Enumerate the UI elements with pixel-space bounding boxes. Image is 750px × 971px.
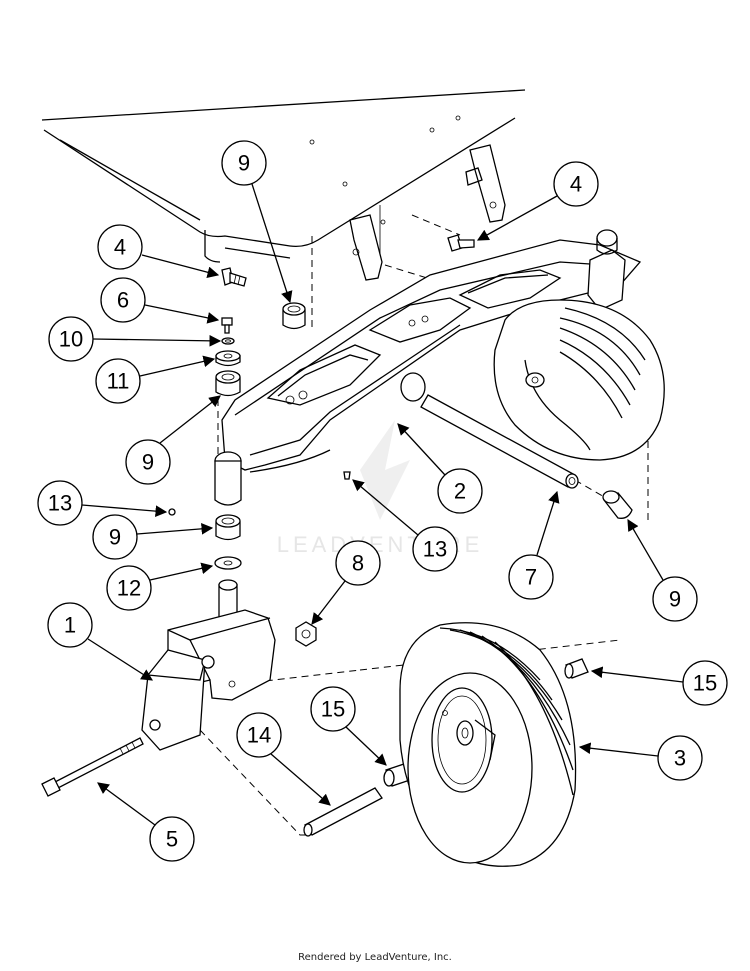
callout-1: 1 — [47, 602, 153, 681]
callout-4-left: 4 — [97, 224, 220, 278]
footer-credit: Rendered by LeadVenture, Inc. — [298, 952, 452, 963]
callout-3: 3 — [578, 735, 703, 781]
svg-text:15: 15 — [693, 671, 717, 696]
flat-washer-11 — [215, 350, 241, 367]
hex-nut — [295, 621, 317, 647]
callout-9-right: 9 — [627, 518, 698, 622]
callout-15-right: 15 — [590, 660, 728, 706]
callout-5: 5 — [97, 782, 195, 862]
callout-6: 6 — [100, 277, 220, 324]
callout-11: 11 — [95, 355, 216, 404]
svg-text:9: 9 — [142, 450, 154, 475]
cap-screw — [221, 317, 233, 334]
caster-wheel — [399, 622, 577, 867]
thrust-washer — [214, 556, 242, 570]
svg-text:8: 8 — [352, 551, 364, 576]
svg-text:6: 6 — [117, 288, 129, 313]
long-bolt — [41, 737, 144, 797]
svg-text:14: 14 — [247, 723, 271, 748]
callout-8: 8 — [311, 540, 381, 625]
callout-2: 2 — [397, 423, 483, 514]
callout-12: 12 — [106, 562, 214, 611]
bushing-top — [282, 302, 306, 330]
svg-text:10: 10 — [59, 327, 83, 352]
svg-text:7: 7 — [525, 565, 537, 590]
lock-washer — [221, 337, 235, 345]
svg-text:13: 13 — [48, 491, 72, 516]
bushing-upper-spindle — [215, 370, 241, 397]
svg-text:1: 1 — [64, 613, 76, 638]
svg-text:9: 9 — [669, 587, 681, 612]
bolt-right — [447, 234, 475, 252]
svg-text:11: 11 — [107, 369, 130, 394]
mower-deck-frame — [41, 89, 526, 281]
grease-fitting-left — [168, 508, 176, 516]
svg-text:12: 12 — [117, 576, 141, 601]
callout-9-left: 9 — [125, 395, 221, 485]
svg-text:5: 5 — [166, 827, 178, 852]
callout-9-lower: 9 — [92, 514, 214, 560]
callout-7: 7 — [508, 490, 560, 600]
wheel-axle-pin — [303, 787, 383, 837]
wheel-spacer-right — [564, 658, 589, 679]
bolt-left — [221, 267, 247, 287]
svg-text:15: 15 — [321, 697, 345, 722]
svg-text:9: 9 — [109, 525, 121, 550]
bushing-lower-spindle — [215, 514, 241, 541]
front-axle-beam — [214, 229, 642, 506]
svg-text:2: 2 — [454, 479, 466, 504]
svg-text:9: 9 — [238, 151, 250, 176]
grease-fitting-center — [343, 471, 351, 480]
bushing-right — [602, 490, 633, 519]
svg-text:13: 13 — [423, 537, 447, 562]
svg-text:3: 3 — [674, 746, 686, 771]
callout-9-top: 9 — [221, 140, 293, 304]
spindle-fork — [141, 579, 276, 751]
svg-text:4: 4 — [570, 172, 582, 197]
right-front-wheel — [493, 299, 665, 461]
svg-text:4: 4 — [114, 235, 126, 260]
callout-4-right: 4 — [476, 161, 599, 241]
callout-15-left: 15 — [310, 686, 387, 766]
callout-13-center: 13 — [352, 479, 458, 572]
callout-14: 14 — [236, 712, 331, 806]
callout-13-left: 13 — [37, 480, 168, 526]
axle-tube — [420, 394, 579, 489]
callout-10: 10 — [48, 316, 222, 362]
